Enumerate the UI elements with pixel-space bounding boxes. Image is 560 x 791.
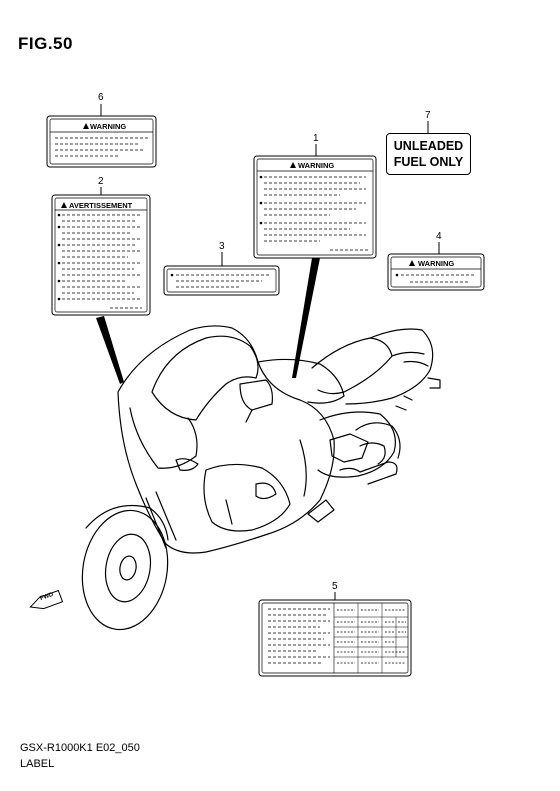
label-6-warning-text: WARNING (90, 122, 127, 131)
motorcycle-outline (81, 325, 441, 631)
callout-2: 2 (98, 176, 104, 187)
label-4-warning-text: WARNING (418, 259, 455, 268)
label-2-body (51, 194, 151, 316)
label-1-body (253, 155, 377, 259)
label-7-unleaded-fuel: UNLEADED FUEL ONLY (386, 133, 471, 175)
figure-name: LABEL (20, 758, 55, 770)
callout-4: 4 (436, 231, 442, 242)
pointer-wedge-1 (292, 258, 320, 378)
label-2-avertissement-text: AVERTISSEMENT (69, 201, 133, 210)
callout-5: 5 (332, 581, 338, 592)
unleaded-line-1: UNLEADED (393, 139, 464, 153)
forward-arrow-icon (29, 589, 64, 610)
figure-title: FIG.50 (18, 34, 73, 53)
pointer-wedge-2 (96, 316, 124, 384)
label-1-warning-text: WARNING (298, 161, 335, 170)
unleaded-line-2: FUEL ONLY (393, 155, 464, 169)
callout-3: 3 (219, 241, 225, 252)
callout-1: 1 (313, 133, 319, 144)
label-5-body (258, 599, 412, 677)
callout-7: 7 (425, 110, 431, 121)
label-6-body (46, 115, 157, 168)
callout-6: 6 (98, 92, 104, 103)
figure-code: GSX-R1000K1 E02_050 (20, 742, 140, 754)
label-3-body (163, 265, 280, 296)
warning-triangle-icon (61, 123, 415, 266)
